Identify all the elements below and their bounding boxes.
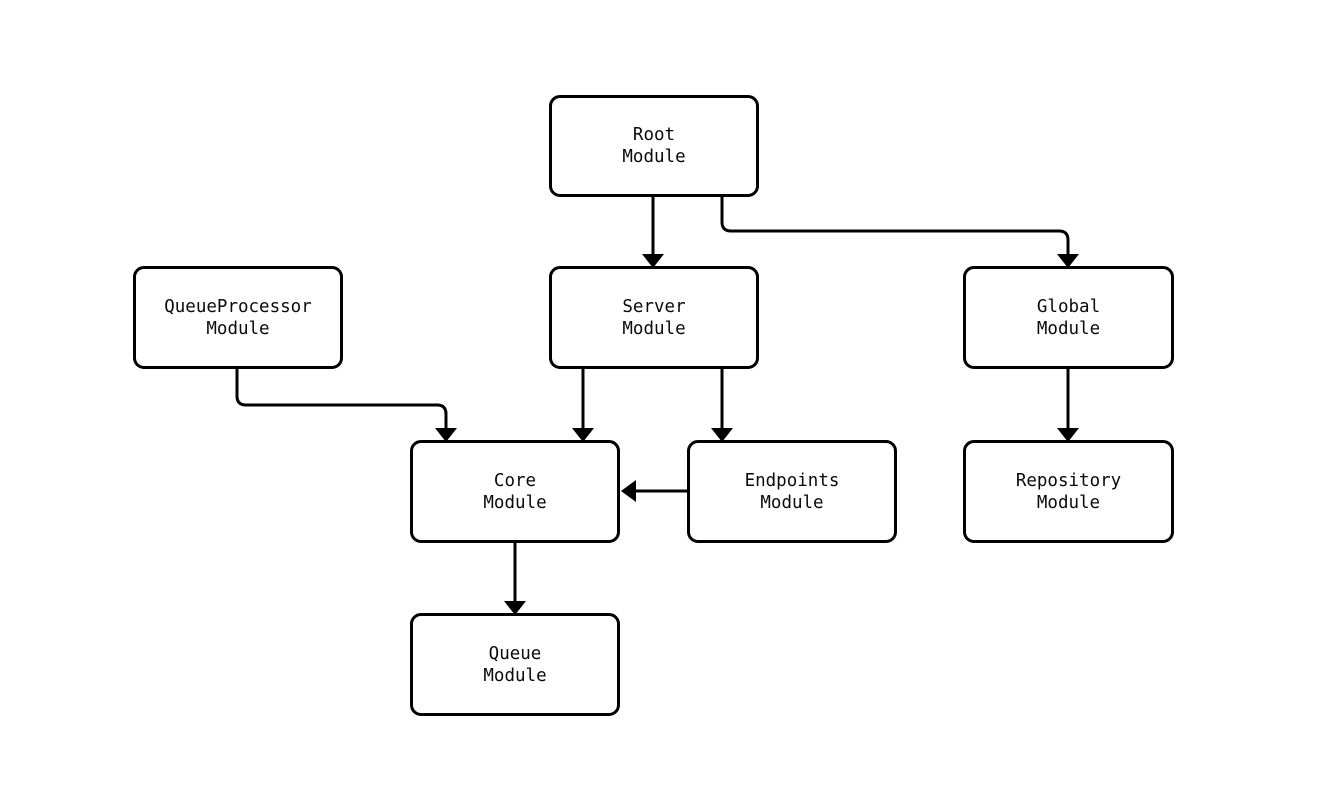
node-root-module[interactable]: Root Module (549, 95, 759, 197)
node-core-module[interactable]: Core Module (410, 440, 620, 543)
node-queue-module-label: Queue Module (483, 643, 547, 686)
edge-core-to-queue (504, 543, 526, 615)
node-repository-module[interactable]: Repository Module (963, 440, 1174, 543)
edge-root-to-server (642, 197, 664, 268)
node-server-module[interactable]: Server Module (549, 266, 759, 369)
edge-endpoints-to-core (621, 480, 687, 502)
edge-server-to-endpoints (711, 369, 733, 442)
node-global-module[interactable]: Global Module (963, 266, 1174, 369)
node-endpoints-module[interactable]: Endpoints Module (687, 440, 897, 543)
edge-global-to-repository (1057, 369, 1079, 442)
edge-server-to-core (572, 369, 594, 442)
node-global-module-label: Global Module (1036, 296, 1101, 339)
node-repository-module-label: Repository Module (1015, 470, 1122, 513)
node-queueprocessor-module-label: QueueProcessor Module (164, 296, 312, 339)
node-root-module-label: Root Module (622, 125, 686, 167)
edge-root-to-global (720, 197, 1079, 268)
node-endpoints-module-label: Endpoints Module (744, 470, 840, 513)
node-core-module-label: Core Module (483, 470, 547, 513)
edge-queueprocessor-to-core (235, 369, 457, 442)
node-queue-module[interactable]: Queue Module (410, 613, 620, 716)
node-server-module-label: Server Module (622, 296, 686, 339)
node-queueprocessor-module[interactable]: QueueProcessor Module (133, 266, 343, 369)
